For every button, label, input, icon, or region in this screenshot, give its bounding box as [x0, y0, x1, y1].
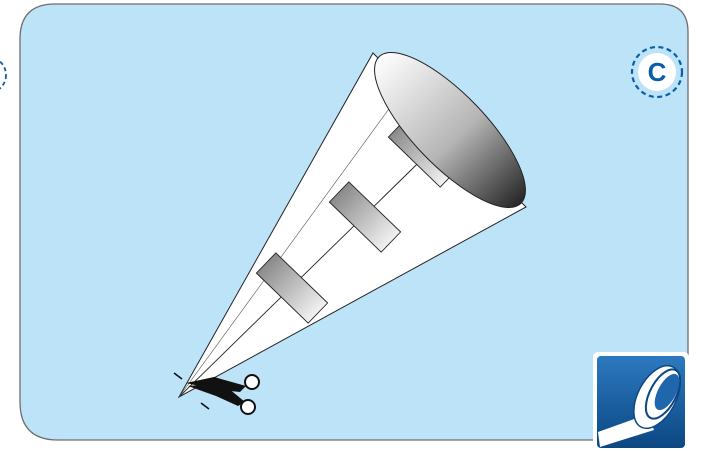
cone-seam-line: [178, 129, 453, 398]
step-badge-label: C: [648, 57, 667, 87]
adhesive-tape-icon: [593, 352, 689, 450]
previous-step-badge: [0, 60, 7, 90]
paper-cone: [177, 51, 527, 399]
cone-opening: [374, 51, 526, 209]
cut-mark: [200, 402, 210, 410]
tape-strip: [328, 181, 402, 253]
tape-strip: [255, 252, 329, 324]
cut-mark: [173, 372, 183, 380]
step-badge: C: [630, 45, 684, 99]
scissors-icon: [186, 374, 260, 415]
cone-fold-line: [178, 79, 411, 398]
